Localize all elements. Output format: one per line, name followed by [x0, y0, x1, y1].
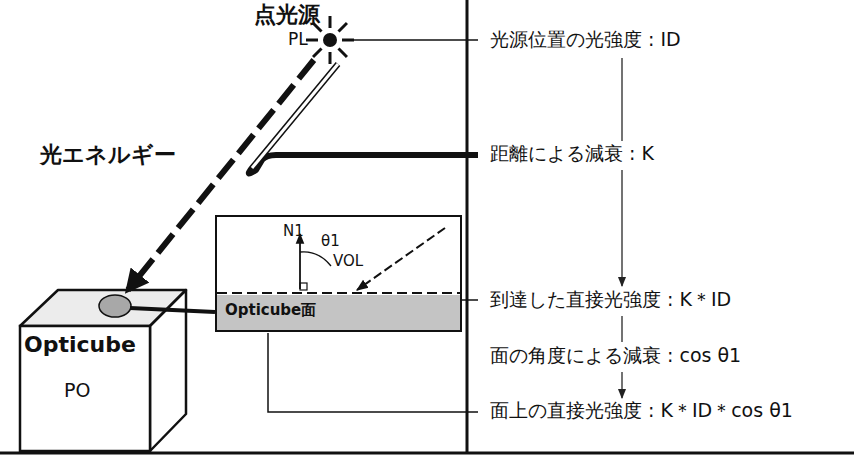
- source-symbol: PL: [288, 30, 308, 50]
- flow-line: [621, 58, 623, 141]
- flow-arrow: [621, 372, 623, 398]
- cube-symbol: PO: [64, 380, 90, 402]
- surface-line: [217, 292, 460, 294]
- source-title: 点光源: [254, 2, 320, 27]
- divider-line: [466, 0, 469, 452]
- normal-symbol: N1: [283, 223, 304, 240]
- incident-vector: [357, 228, 445, 290]
- leader-line: [268, 333, 478, 412]
- node-box: N1 θ1VOL Opticube面: [215, 215, 462, 332]
- chain-label: 距離による減衰 : K: [490, 143, 654, 165]
- cube-side: [150, 290, 186, 451]
- inset-ground: [215, 215, 462, 332]
- energy-bracket: [249, 64, 478, 174]
- energy-label: 光エネルギー: [40, 142, 176, 167]
- node-box: 点光源 PL: [248, 0, 360, 60]
- flow-line: [621, 316, 623, 342]
- normal-vector: [299, 234, 301, 289]
- flow-arrow: [621, 170, 623, 286]
- chain-label: 到達した直接光強度 : K＊ID: [490, 289, 731, 311]
- surface-title: Opticube面: [225, 302, 316, 319]
- hit-spot: [99, 295, 131, 317]
- light-ray: [306, 39, 318, 42]
- angle-arc: [300, 252, 331, 266]
- vector-symbol: VOL: [333, 253, 363, 270]
- light-ray: [313, 48, 321, 56]
- light-ray: [329, 16, 332, 28]
- chain-label: 面上の直接光強度 : K＊ID＊cos θ1: [490, 400, 793, 422]
- angle-symbol: θ1: [321, 233, 340, 250]
- light-source: [323, 33, 337, 47]
- light-ray: [338, 48, 346, 56]
- right-angle-mark: [300, 283, 307, 290]
- zoom-connector: [130, 308, 215, 312]
- leader-line: [345, 39, 478, 41]
- light-ray: [329, 52, 332, 64]
- node-box: Opticube面: [217, 295, 460, 330]
- node-box: OpticubePO: [20, 290, 187, 452]
- chain-label: 光源位置の光強度 : ID: [490, 29, 681, 51]
- cube-title: Opticube: [24, 332, 136, 357]
- chain-label: 面の角度による減衰 : cos θ1: [490, 345, 741, 367]
- light-ray: [338, 23, 346, 31]
- energy-arrow: [128, 60, 314, 290]
- cube-front: [20, 326, 150, 451]
